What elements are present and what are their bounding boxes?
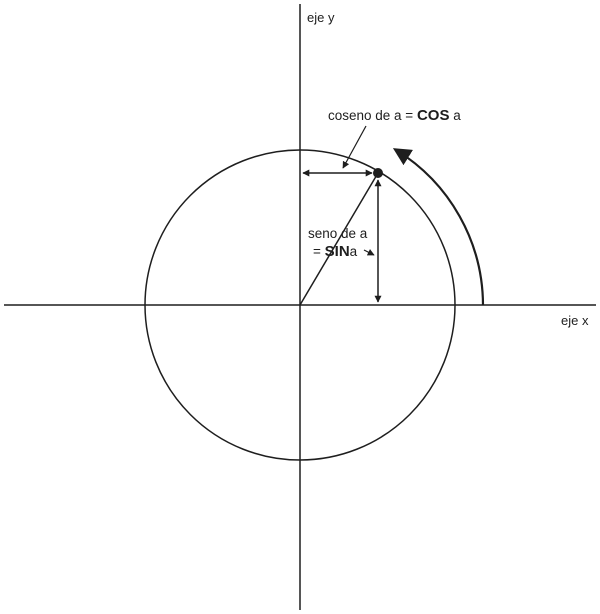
radius-line (299, 172, 379, 306)
sine-label-prefix: = (313, 244, 325, 259)
sine-label-arg: a (350, 244, 358, 259)
cosine-label-func: COS (417, 107, 450, 124)
sine-label-line1: seno de a (308, 226, 368, 241)
sine-label-line2: = SINa (313, 243, 358, 260)
cosine-label-prefix: coseno de a = (328, 108, 417, 123)
cosine-label: coseno de a = COS a (328, 107, 461, 124)
sine-label-func: SIN (325, 243, 350, 260)
x-axis-label: eje x (561, 313, 589, 328)
rotation-arrow (392, 148, 485, 306)
cosine-label-pointer (342, 125, 367, 169)
circle-point (373, 168, 383, 178)
unit-circle (144, 149, 456, 461)
cosine-label-arg: a (449, 108, 461, 123)
y-axis-label: eje y (307, 10, 335, 25)
sine-label-pointer (363, 249, 375, 256)
